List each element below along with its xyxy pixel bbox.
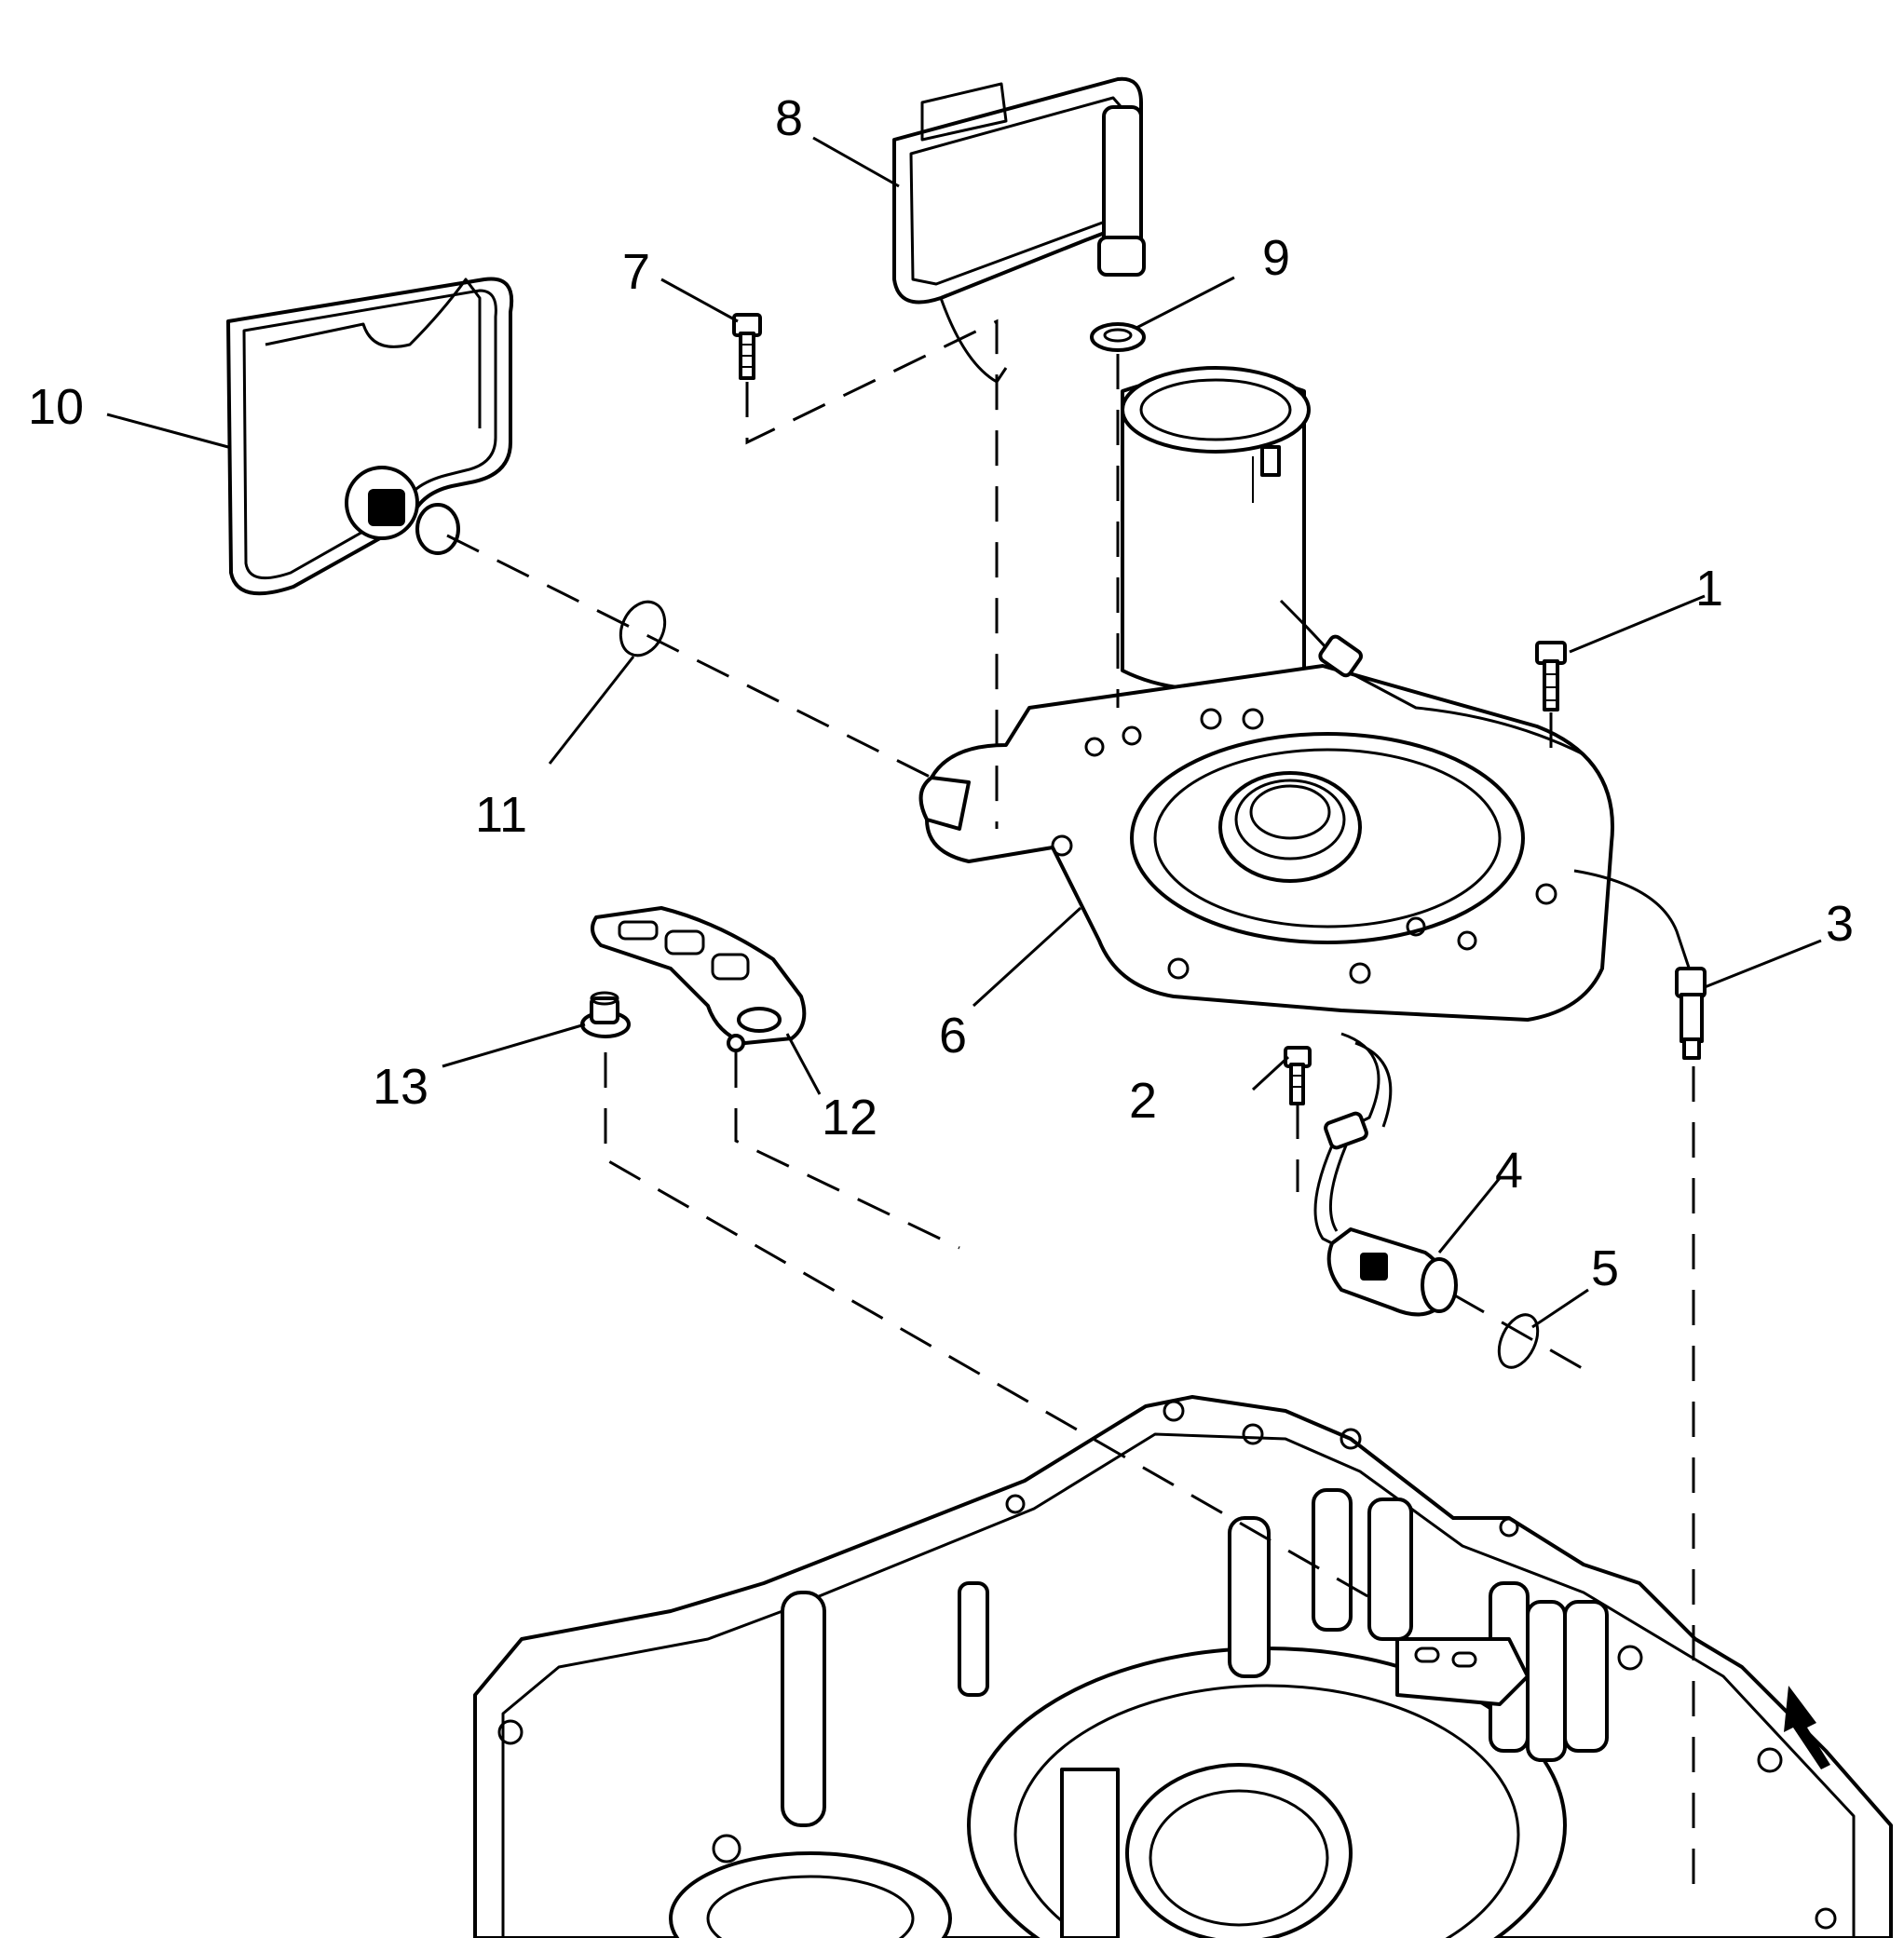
part-8-gasket (892, 76, 1146, 384)
callout-labels: 1 2 3 4 5 6 7 8 9 10 11 12 13 (28, 90, 1854, 1296)
dash-7-to-6 (745, 318, 999, 829)
part-13-plug (580, 991, 631, 1038)
part-9-seal (1090, 322, 1146, 352)
part-3-sensor (1675, 967, 1707, 1060)
part-12-gasket (591, 906, 807, 1052)
dash-10-to-6 (446, 534, 932, 779)
callout-4: 4 (1495, 1143, 1523, 1199)
dash-13-to-case (604, 1052, 1370, 1599)
callout-13: 13 (373, 1059, 428, 1115)
callout-6: 6 (939, 1008, 967, 1064)
callout-3: 3 (1826, 896, 1854, 952)
part-4-connector (1313, 1032, 1458, 1317)
assembly-lines (446, 318, 1695, 1891)
callout-1: 1 (1695, 561, 1723, 617)
part-5-o-ring (1497, 1313, 1540, 1369)
callout-9: 9 (1262, 230, 1290, 286)
part-7-bolt (732, 313, 762, 380)
callout-7: 7 (622, 244, 650, 300)
callout-12: 12 (822, 1090, 877, 1145)
part-11-o-ring (619, 600, 667, 657)
callout-11: 11 (475, 787, 527, 843)
callout-5: 5 (1591, 1240, 1619, 1296)
part-10-filter-panel (226, 277, 514, 596)
part-2-bolt (1284, 1046, 1312, 1105)
dash-12-to-case (734, 1052, 960, 1250)
callout-2: 2 (1129, 1073, 1157, 1129)
callout-8: 8 (775, 90, 803, 146)
transmission-case (473, 1395, 1893, 1938)
leader-lines (106, 136, 1822, 1329)
part-6-housing-assembly (918, 366, 1693, 1022)
dash-4-to-5 (1452, 1293, 1584, 1371)
callout-10: 10 (28, 379, 84, 435)
part-1-bolt (1535, 641, 1567, 712)
